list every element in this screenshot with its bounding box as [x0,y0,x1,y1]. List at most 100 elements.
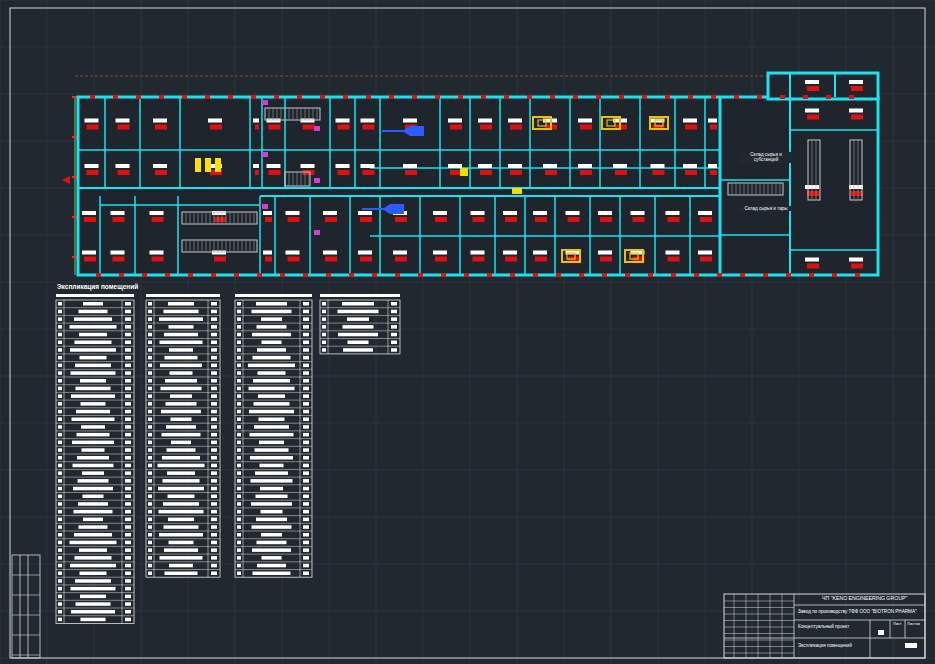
room-name-mark [805,258,819,262]
table-cell-mark [211,441,217,445]
table-cell-mark [256,495,288,499]
explication-table [56,338,134,339]
table-cell-mark [237,510,241,514]
table-cell-mark [148,341,152,345]
equipment-symbol [362,204,404,214]
explication-table [235,315,312,316]
table-cell-mark [148,495,152,499]
room-name-mark [613,164,627,168]
table-cell-mark [168,518,194,522]
table-cell-mark [211,564,217,568]
table-cell-mark [237,564,241,568]
table-cell-mark [237,341,241,345]
table-cell-mark [125,602,131,606]
table-cell-mark [259,418,285,422]
table-cell-mark [148,525,152,529]
explication-table [56,484,134,485]
table-cell-mark [58,441,62,445]
table-cell-mark [237,317,241,321]
column-mark [262,152,268,157]
explication-table [56,423,134,424]
room-name-mark [153,119,167,123]
stage-name: Концептуальный проект [798,624,849,629]
table-cell-mark [211,471,217,475]
room-name-mark [478,119,492,123]
equipment-symbol [533,117,551,129]
explication-table [56,531,134,532]
room-name-mark [849,185,863,189]
table-cell-mark [76,387,111,391]
room-name-mark [849,258,863,262]
table-cell-mark [158,464,205,468]
table-cell-mark [256,302,287,306]
room-tag [395,257,407,262]
stair-symbol [277,108,278,120]
table-cell-mark [211,556,217,560]
explication-table [146,538,220,539]
table-cell-mark [58,533,62,537]
explication-table [235,531,312,532]
window-mark [786,273,791,277]
table-cell-mark [58,495,62,499]
explication-table [146,377,220,378]
window-mark [550,95,555,99]
window-mark [763,273,768,277]
title-block [782,594,783,658]
table-cell-mark [72,418,115,422]
title-block [870,620,871,658]
table-cell-mark [58,310,62,314]
stair-symbol [222,240,223,252]
room-tag [580,170,592,175]
table-cell-mark [81,618,106,622]
partition-wall [554,196,556,275]
room-tag [255,125,259,130]
table-cell-mark [237,348,241,352]
table-cell-mark [322,325,326,329]
table-cell-mark [125,379,131,383]
table-cell-mark [148,502,152,506]
stair-symbol [230,240,231,252]
title-block [794,594,795,658]
table-cell-mark [303,425,309,429]
partition-wall [179,97,181,188]
table-cell-mark [211,572,217,576]
table-cell-mark [237,525,241,529]
table-cell-mark [80,379,106,383]
table-cell-mark [303,394,309,398]
explication-table [235,377,312,378]
window-mark [320,95,325,99]
table-cell-mark [148,371,152,375]
table-cell-mark [125,302,131,306]
table-cell-mark [303,364,309,368]
partition-wall [720,234,790,236]
explication-table [235,538,312,539]
room-name-mark [301,164,315,168]
title-block [770,594,771,658]
stair-symbol [301,172,302,186]
stamp-strip [12,595,40,596]
table-cell-mark [322,310,326,314]
explication-table [56,361,134,362]
window-mark [625,273,630,277]
explication-table [146,515,220,516]
window-mark [809,273,814,277]
explication-table [146,407,220,408]
room-name-mark [85,119,99,123]
table-cell-mark [211,541,217,545]
table-cell-mark [78,479,109,483]
explication-table [56,323,134,324]
room-tag [435,257,447,262]
table-cell-mark [74,317,112,321]
table-cell-mark [303,341,309,345]
table-cell-mark [211,325,217,329]
table-cell-mark [253,572,291,576]
window-mark [648,273,653,277]
explication-table [56,546,134,547]
explication-table [56,454,134,455]
table-cell-mark [303,564,309,568]
table-cell-mark [211,525,217,529]
table-cell-mark [237,356,241,360]
title-block [724,614,794,615]
explication-table [235,423,312,424]
